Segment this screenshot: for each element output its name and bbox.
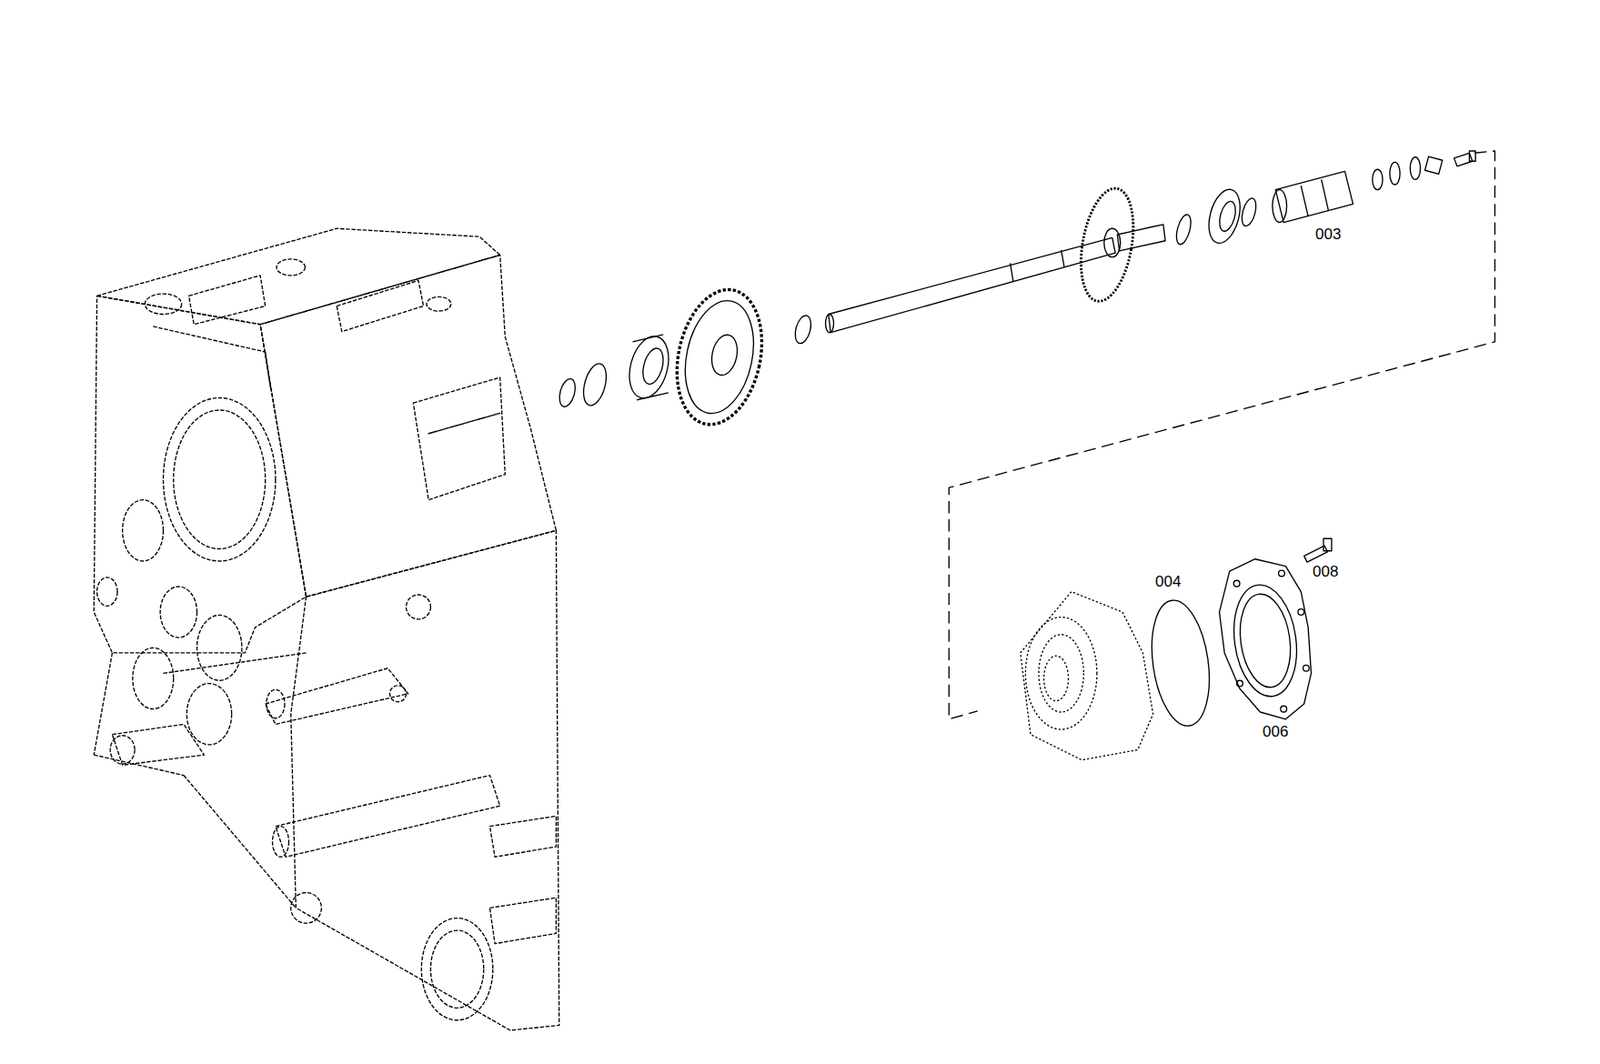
callout-number: 006 bbox=[1260, 723, 1290, 741]
callout-number: 008 bbox=[1310, 563, 1340, 581]
assembly-bracket bbox=[948, 150, 1495, 720]
transmission-housing bbox=[93, 228, 560, 1031]
o-ring bbox=[1144, 596, 1217, 730]
cover-group bbox=[1020, 538, 1332, 760]
cover-plate bbox=[1219, 559, 1312, 720]
shaft-assembly bbox=[556, 150, 1476, 433]
callout-number: 003 bbox=[1313, 225, 1343, 243]
callout-number: 004 bbox=[1153, 573, 1183, 591]
